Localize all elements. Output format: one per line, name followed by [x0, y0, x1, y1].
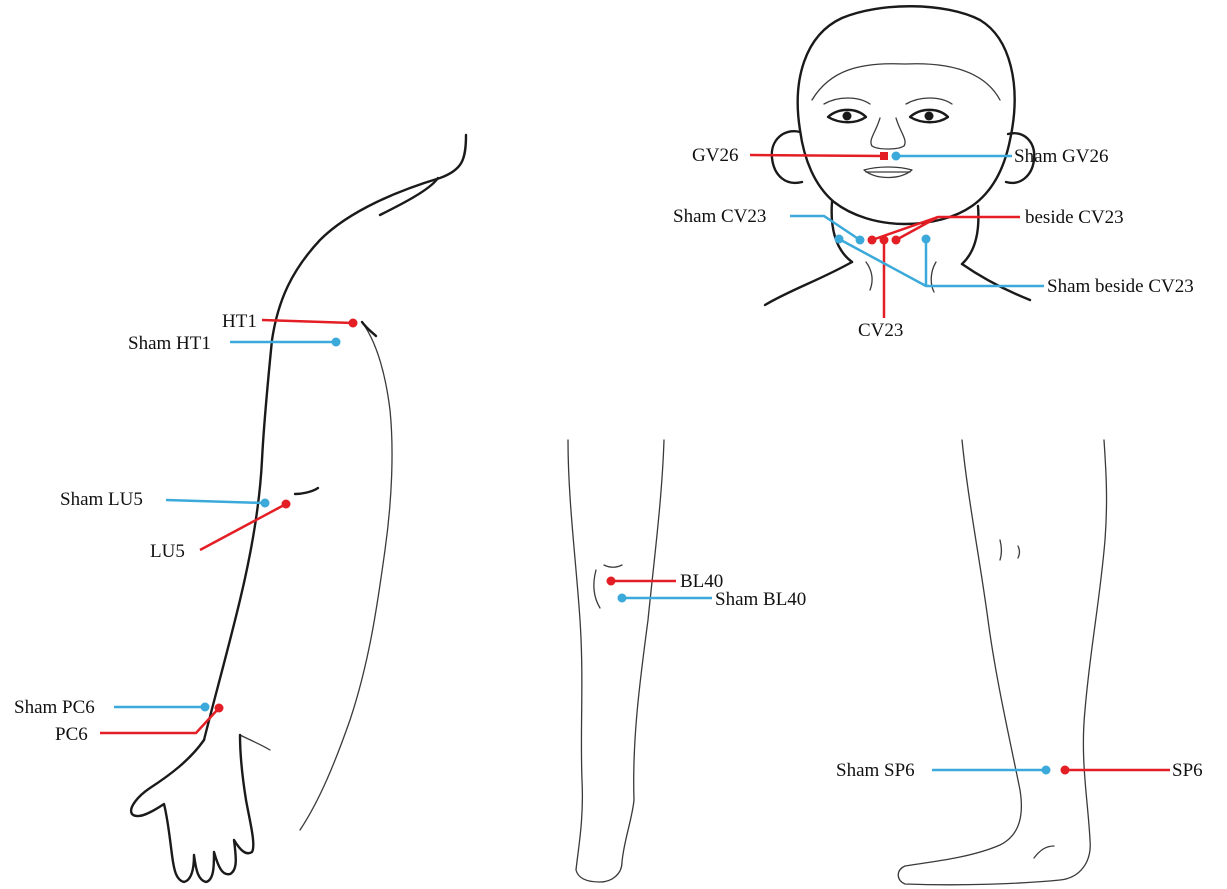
point-sham-bl40 — [618, 594, 713, 603]
point-sham-ht1 — [230, 338, 341, 347]
label-pc6: PC6 — [55, 724, 88, 745]
label-sp6: SP6 — [1172, 760, 1203, 781]
point-sham-sp6 — [932, 766, 1051, 775]
back-leg-drawing — [568, 440, 664, 882]
label-lu5: LU5 — [150, 541, 185, 562]
side-leg-drawing — [898, 440, 1106, 885]
point-sham-lu5 — [166, 499, 270, 508]
label-sham-bl40: Sham BL40 — [715, 589, 806, 610]
point-sham-pc6 — [114, 703, 210, 712]
label-cv23: CV23 — [858, 320, 903, 341]
arm-drawing — [131, 135, 466, 882]
label-sham-gv26: Sham GV26 — [1014, 146, 1108, 167]
point-sham-cv23 — [790, 216, 865, 245]
label-sham-cv23: Sham CV23 — [673, 206, 766, 227]
point-bl40 — [607, 577, 677, 586]
label-sham-pc6: Sham PC6 — [14, 697, 95, 718]
point-sp6 — [1061, 766, 1171, 775]
point-beside-cv23 — [868, 217, 1021, 245]
label-sham-lu5: Sham LU5 — [60, 489, 143, 510]
point-cv23 — [880, 236, 889, 319]
label-beside-cv23: beside CV23 — [1025, 207, 1124, 228]
label-ht1: HT1 — [222, 311, 257, 332]
point-lu5 — [200, 500, 291, 551]
label-sham-beside-cv23: Sham beside CV23 — [1047, 276, 1194, 297]
label-sham-ht1: Sham HT1 — [128, 333, 211, 354]
label-sham-sp6: Sham SP6 — [836, 760, 915, 781]
label-gv26: GV26 — [692, 145, 738, 166]
point-sham-beside-cv23 — [835, 235, 1045, 287]
point-sham-gv26 — [892, 152, 1013, 161]
